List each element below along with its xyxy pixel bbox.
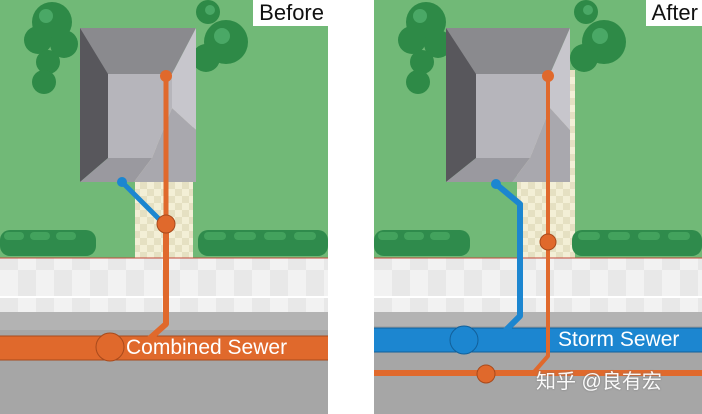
manhole [95, 332, 125, 362]
sanitary-sewer-pipe [374, 370, 702, 376]
lateral-junction [156, 214, 176, 234]
combined-sewer-pipe [0, 336, 328, 360]
combined-sewer-label: Combined Sewer [126, 336, 288, 359]
sidewalk [374, 258, 702, 312]
panel-title-before: Before [253, 0, 328, 26]
lateral-junction [539, 233, 557, 251]
after-panel: After Storm Sewer 知乎 @良有宏 [374, 0, 702, 414]
roof-drain-outlet [117, 177, 127, 187]
storm-manhole [449, 325, 479, 355]
storm-sewer-label: Storm Sewer [558, 328, 680, 351]
storm-sewer-pipe [374, 328, 702, 352]
roof-drain-line [119, 179, 163, 223]
roof-drain-line [493, 181, 523, 333]
cleanout [160, 70, 172, 82]
panel-title-after: After [645, 0, 702, 26]
house [446, 28, 570, 182]
roof-drain-outlet [491, 179, 501, 189]
after-scene [374, 0, 702, 414]
cleanout [542, 70, 554, 82]
before-scene [0, 0, 328, 414]
watermark: 知乎 @良有宏 [536, 371, 662, 393]
sanitary-manhole [476, 364, 496, 384]
house [80, 28, 196, 182]
before-panel: Before Combined Sewer [0, 0, 328, 414]
tree-cluster [24, 0, 248, 94]
